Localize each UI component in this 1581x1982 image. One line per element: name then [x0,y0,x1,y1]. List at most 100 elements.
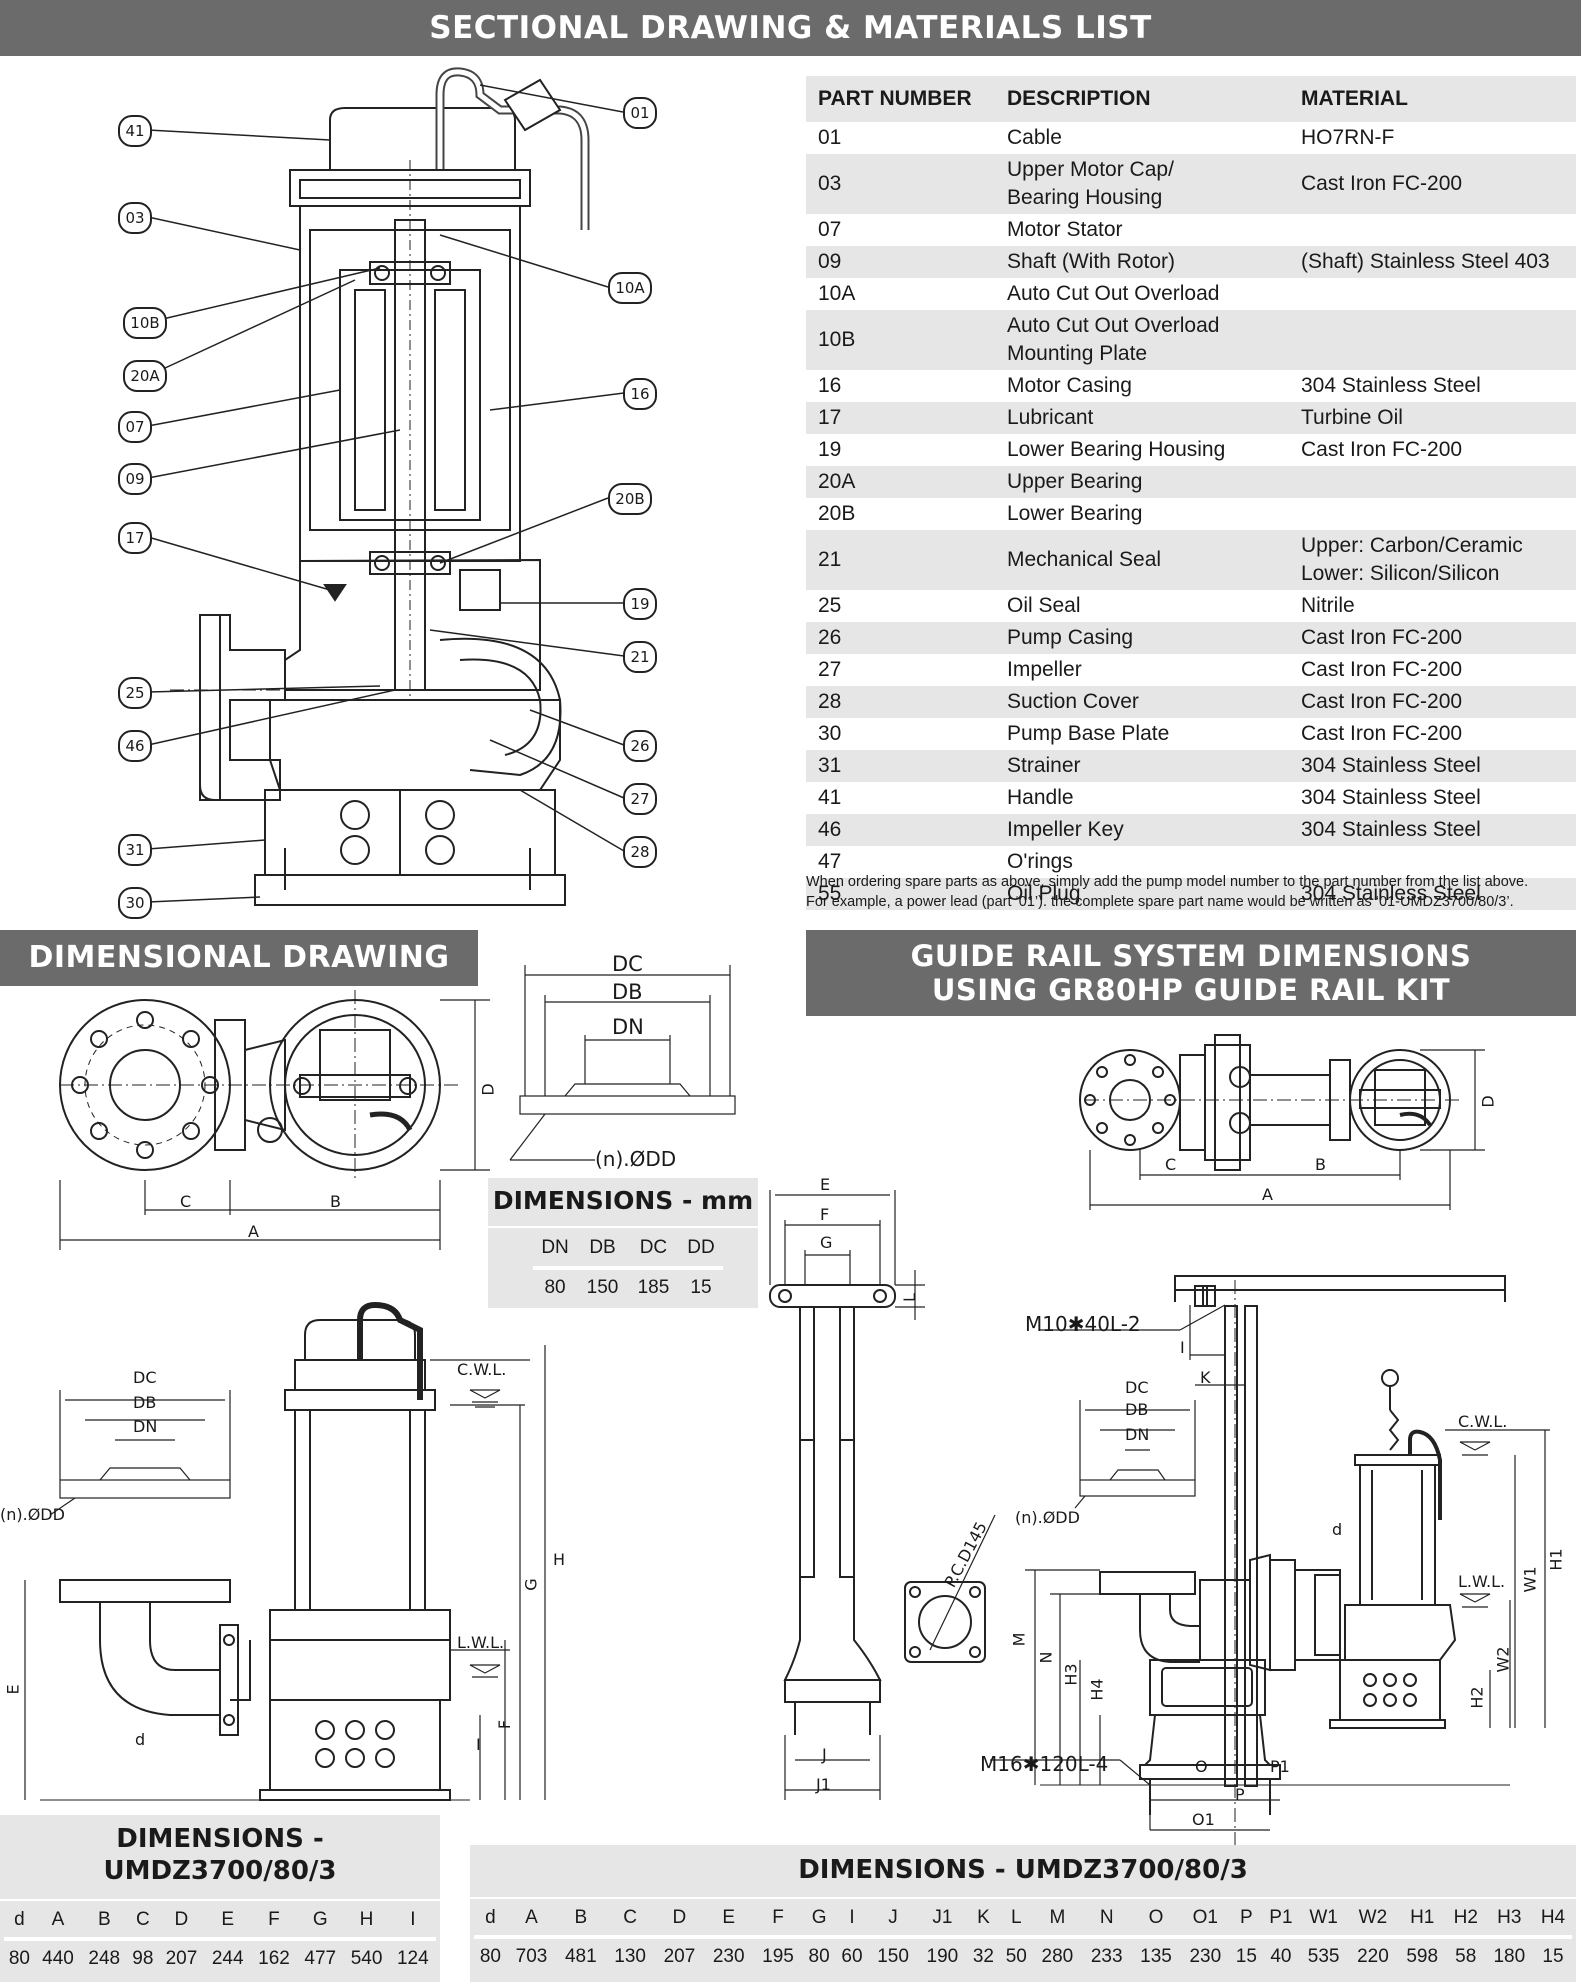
callout-bubble: 46 [118,730,152,762]
description-cell: Oil Seal [995,590,1289,622]
part-number-cell: 16 [806,370,995,402]
callout-bubble: 27 [623,783,657,815]
flange-dimensions-table: DN DB DC DD 80 150 185 15 [533,1230,723,1306]
ordering-note-line1: When ordering spare parts as above, simp… [806,874,1529,890]
flange-value-db: 150 [586,1277,619,1298]
callout-bubble: 21 [623,641,657,673]
guide-dim-header: G [811,1907,827,1928]
pump-dim-value: 162 [258,1948,290,1969]
callout-bubble: 41 [118,115,152,147]
label-m10: M10✱40L-2 [1025,1312,1141,1336]
guide-rail-top-view [1079,1034,1460,1171]
part-number-cell-text: 20B [818,502,856,525]
description-cell: Lower Bearing Housing [995,434,1289,466]
material-cell: Turbine Oil [1289,402,1576,434]
guide-dim-header: L [1011,1907,1022,1928]
guide-dim-header: J1 [932,1907,953,1928]
label-p-guide: P [1235,1785,1245,1804]
guide-dim-value: 280 [1041,1946,1074,1967]
description-cell-text: Motor Stator [1007,218,1123,241]
guide-rail-front-dims [769,1190,925,1800]
label-dn-upper: DN [612,1015,644,1039]
guide-dim-value: 220 [1357,1946,1389,1967]
description-cell: Upper Motor Cap/Bearing Housing [995,154,1289,214]
flange-dimensions-title: DIMENSIONS - mm [492,1186,754,1215]
callout-bubble: 10A [608,272,652,304]
guide-dim-value: 180 [1493,1946,1526,1967]
header-description: DESCRIPTION [995,76,1289,122]
guide-dim-header: W1 [1309,1907,1338,1928]
pump-dim-value: 540 [350,1948,383,1969]
label-db-upper: DB [612,980,643,1004]
label-m-guide: M [1009,1632,1029,1647]
label-d-guide-top: D [1478,1095,1498,1108]
part-number-cell-text: 46 [818,818,842,841]
guide-dim-value: 481 [564,1946,597,1967]
guide-rail-front-view [769,1284,896,1735]
part-number-cell: 20A [806,466,995,498]
description-cell: Lower Bearing [995,498,1289,530]
part-number-cell-text: 07 [818,218,842,241]
guide-dim-header: E [722,1907,736,1928]
part-number-cell: 41 [806,782,995,814]
part-number-cell: 10A [806,278,995,310]
material-cell-text: 304 Stainless Steel [1301,754,1481,777]
guide-dim-header: H3 [1497,1907,1522,1928]
pump-dim-value: 244 [211,1948,244,1969]
part-number-cell-text: 55 [818,882,842,905]
material-cell-text: Cast Iron FC-200 [1301,626,1463,649]
callout-bubble: 19 [623,588,657,620]
part-number-cell: 30 [806,718,995,750]
part-number-cell-text: 09 [818,250,842,273]
material-cell: Cast Iron FC-200 [1289,718,1576,750]
label-dc-guide: DC [1125,1378,1149,1397]
callout-bubble: 20B [608,483,652,515]
material-cell: Cast Iron FC-200 [1289,686,1576,718]
description-cell-text: Upper Motor Cap/ [1007,158,1174,181]
guide-dim-value: 230 [1189,1946,1222,1967]
guide-dim-header: K [977,1907,990,1928]
pump-dim-value: 80 [8,1948,30,1969]
description-cell: Motor Casing [995,370,1289,402]
dimensional-side-view-dims [24,1345,546,1800]
material-cell: Nitrile [1289,590,1576,622]
description-cell: Auto Cut Out Overload [995,278,1289,310]
description-cell: Impeller Key [995,814,1289,846]
material-cell-text: Nitrile [1301,594,1355,617]
part-number-cell: 46 [806,814,995,846]
part-number-cell: 03 [806,154,995,214]
guide-dim-value: 58 [1455,1946,1477,1967]
material-cell: (Shaft) Stainless Steel 403 [1289,246,1576,278]
material-cell: 304 Stainless Steel [1289,370,1576,402]
material-cell: Cast Iron FC-200 [1289,434,1576,466]
part-number-cell-text: 30 [818,722,842,745]
pump-dim-header: B [97,1909,111,1930]
label-b-guide-top: B [1315,1155,1326,1174]
label-c-top: C [180,1192,192,1211]
material-cell: 304 Stainless Steel [1289,878,1576,910]
pump-dim-header: D [174,1909,189,1930]
pump-dimensions-title-line2: UMDZ3700/80/3 [103,1856,337,1886]
guide-rail-banner: GUIDE RAIL SYSTEM DIMENSIONS USING GR80H… [806,930,1576,1016]
description-cell-text: Handle [1007,786,1074,809]
header-part-number: PART NUMBER [806,76,995,122]
part-number-cell: 20B [806,498,995,530]
part-number-cell: 28 [806,686,995,718]
pump-dim-value: 207 [165,1948,198,1969]
part-number-cell: 19 [806,434,995,466]
flange-header-dc: DC [639,1237,668,1258]
label-o1-guide: O1 [1192,1810,1215,1829]
description-cell-text-2: Mounting Plate [1007,342,1148,365]
material-cell: Cast Iron FC-200 [1289,654,1576,686]
pump-dim-header: C [135,1909,150,1930]
part-number-cell: 01 [806,122,995,154]
